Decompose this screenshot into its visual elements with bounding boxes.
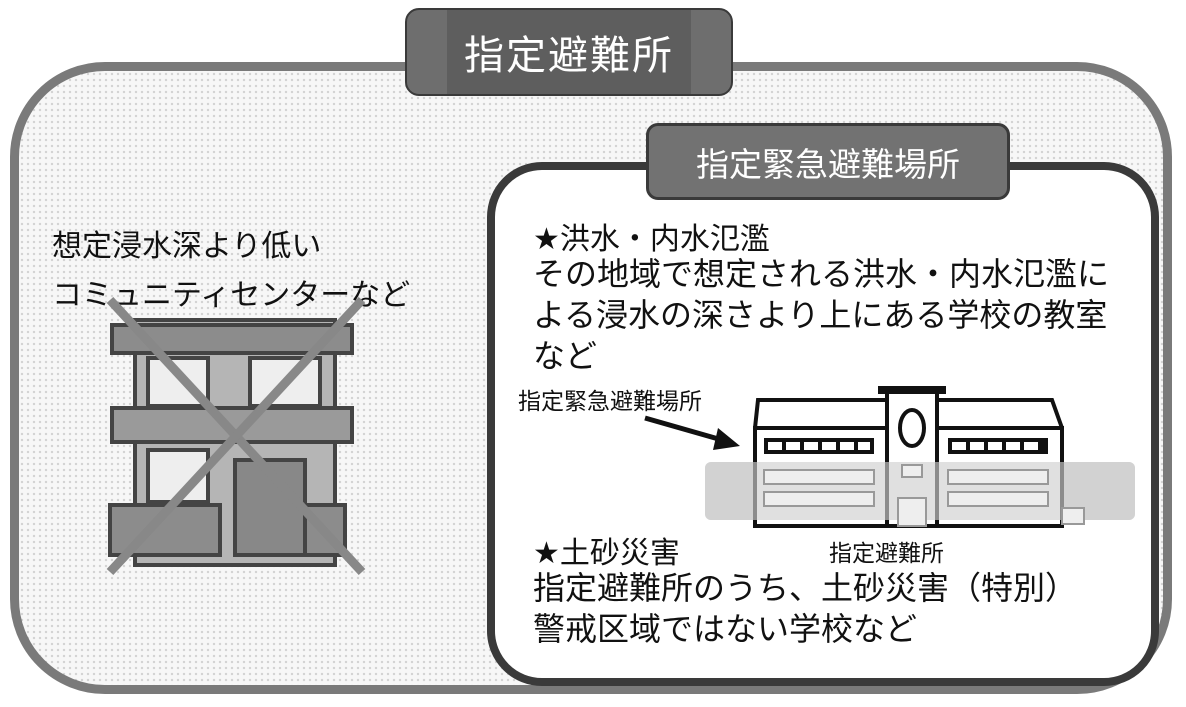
school-shelter-label: 指定避難所 xyxy=(829,541,944,567)
sediment-line-1: 指定避難所のうち、土砂災害（特別） xyxy=(533,569,1078,607)
flood-line-2: よる浸水の深さより上にある学校の教室 xyxy=(533,296,1108,334)
flood-description: その地域で想定される洪水・内水氾濫に よる浸水の深さより上にある学校の教室 など xyxy=(533,254,1109,377)
flood-line-3: など xyxy=(533,337,598,375)
caption-line-1: 想定浸水深より低い xyxy=(52,229,322,264)
emergency-site-title: 指定緊急避難場所 xyxy=(696,144,960,184)
crossed-out-building-icon xyxy=(106,296,366,576)
designated-shelter-title-tab: 指定避難所 xyxy=(405,8,733,96)
sediment-description: 指定避難所のうち、土砂災害（特別） 警戒区域ではない学校など xyxy=(533,568,1077,650)
flood-heading: ★洪水・内水氾濫 xyxy=(533,222,770,257)
emergency-site-title-tab: 指定緊急避難場所 xyxy=(646,123,1010,200)
flood-line-1: その地域で想定される洪水・内水氾濫に xyxy=(533,255,1110,293)
pointer-arrow-icon xyxy=(644,415,740,450)
sediment-line-2: 警戒区域ではない学校など xyxy=(533,610,918,648)
school-building-icon xyxy=(705,386,1135,528)
sediment-heading: ★土砂災害 xyxy=(533,536,680,571)
designated-shelter-title: 指定避難所 xyxy=(464,33,674,79)
emergency-site-arrow-label: 指定緊急避難場所 xyxy=(518,389,702,415)
